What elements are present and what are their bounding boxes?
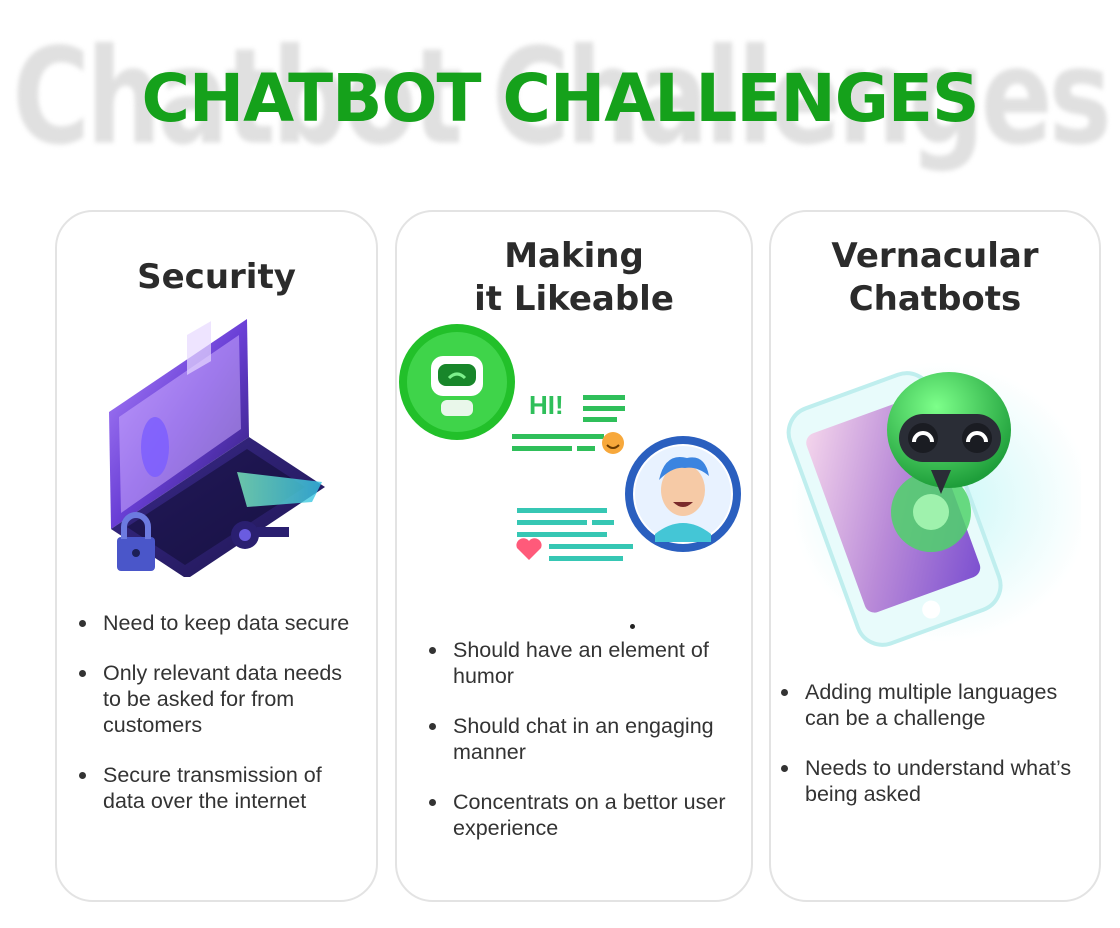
card-title: Making it Likeable bbox=[397, 235, 751, 321]
list-item: Should chat in an engaging manner bbox=[429, 713, 739, 765]
card-title: Security bbox=[57, 256, 376, 299]
card-title-line: it Likeable bbox=[474, 279, 674, 319]
card-security: Security Need to keep data secure On bbox=[55, 210, 378, 902]
laptop-lock-icon bbox=[109, 319, 325, 577]
stray-dot bbox=[630, 624, 635, 629]
page-title: CHATBOT CHALLENGES bbox=[141, 60, 979, 137]
title-shadow: Chatbot Challenges bbox=[12, 20, 1111, 174]
card-vernacular-chatbots: Vernacular Chatbots bbox=[769, 210, 1101, 902]
phone-robot-icon bbox=[786, 362, 1081, 647]
bubble-greeting: HI! bbox=[529, 390, 564, 420]
bullet-list: Need to keep data secure Only relevant d… bbox=[79, 610, 364, 838]
chat-conversation-icon: HI! bbox=[399, 324, 741, 561]
card-making-it-likeable: Making it Likeable HI! Should have a bbox=[395, 210, 753, 902]
card-title: Vernacular Chatbots bbox=[771, 235, 1099, 321]
list-item: Adding multiple languages can be a chall… bbox=[781, 679, 1081, 731]
list-item: Secure transmission of data over the int… bbox=[79, 762, 364, 814]
card-title-line: Chatbots bbox=[848, 279, 1022, 319]
header: Chatbot Challenges CHATBOT CHALLENGES bbox=[0, 20, 1120, 190]
list-item: Concentrats on a bettor user experience bbox=[429, 789, 739, 841]
list-item: Should have an element of humor bbox=[429, 637, 739, 689]
list-item: Only relevant data needs to be asked for… bbox=[79, 660, 364, 738]
list-item: Needs to understand what’s being asked bbox=[781, 755, 1081, 807]
card-title-line: Security bbox=[137, 257, 296, 297]
bullet-list: Should have an element of humor Should c… bbox=[429, 637, 739, 865]
card-title-line: Vernacular bbox=[831, 236, 1039, 276]
bullet-list: Adding multiple languages can be a chall… bbox=[781, 679, 1081, 831]
card-title-line: Making bbox=[504, 236, 644, 276]
list-item: Need to keep data secure bbox=[79, 610, 364, 636]
